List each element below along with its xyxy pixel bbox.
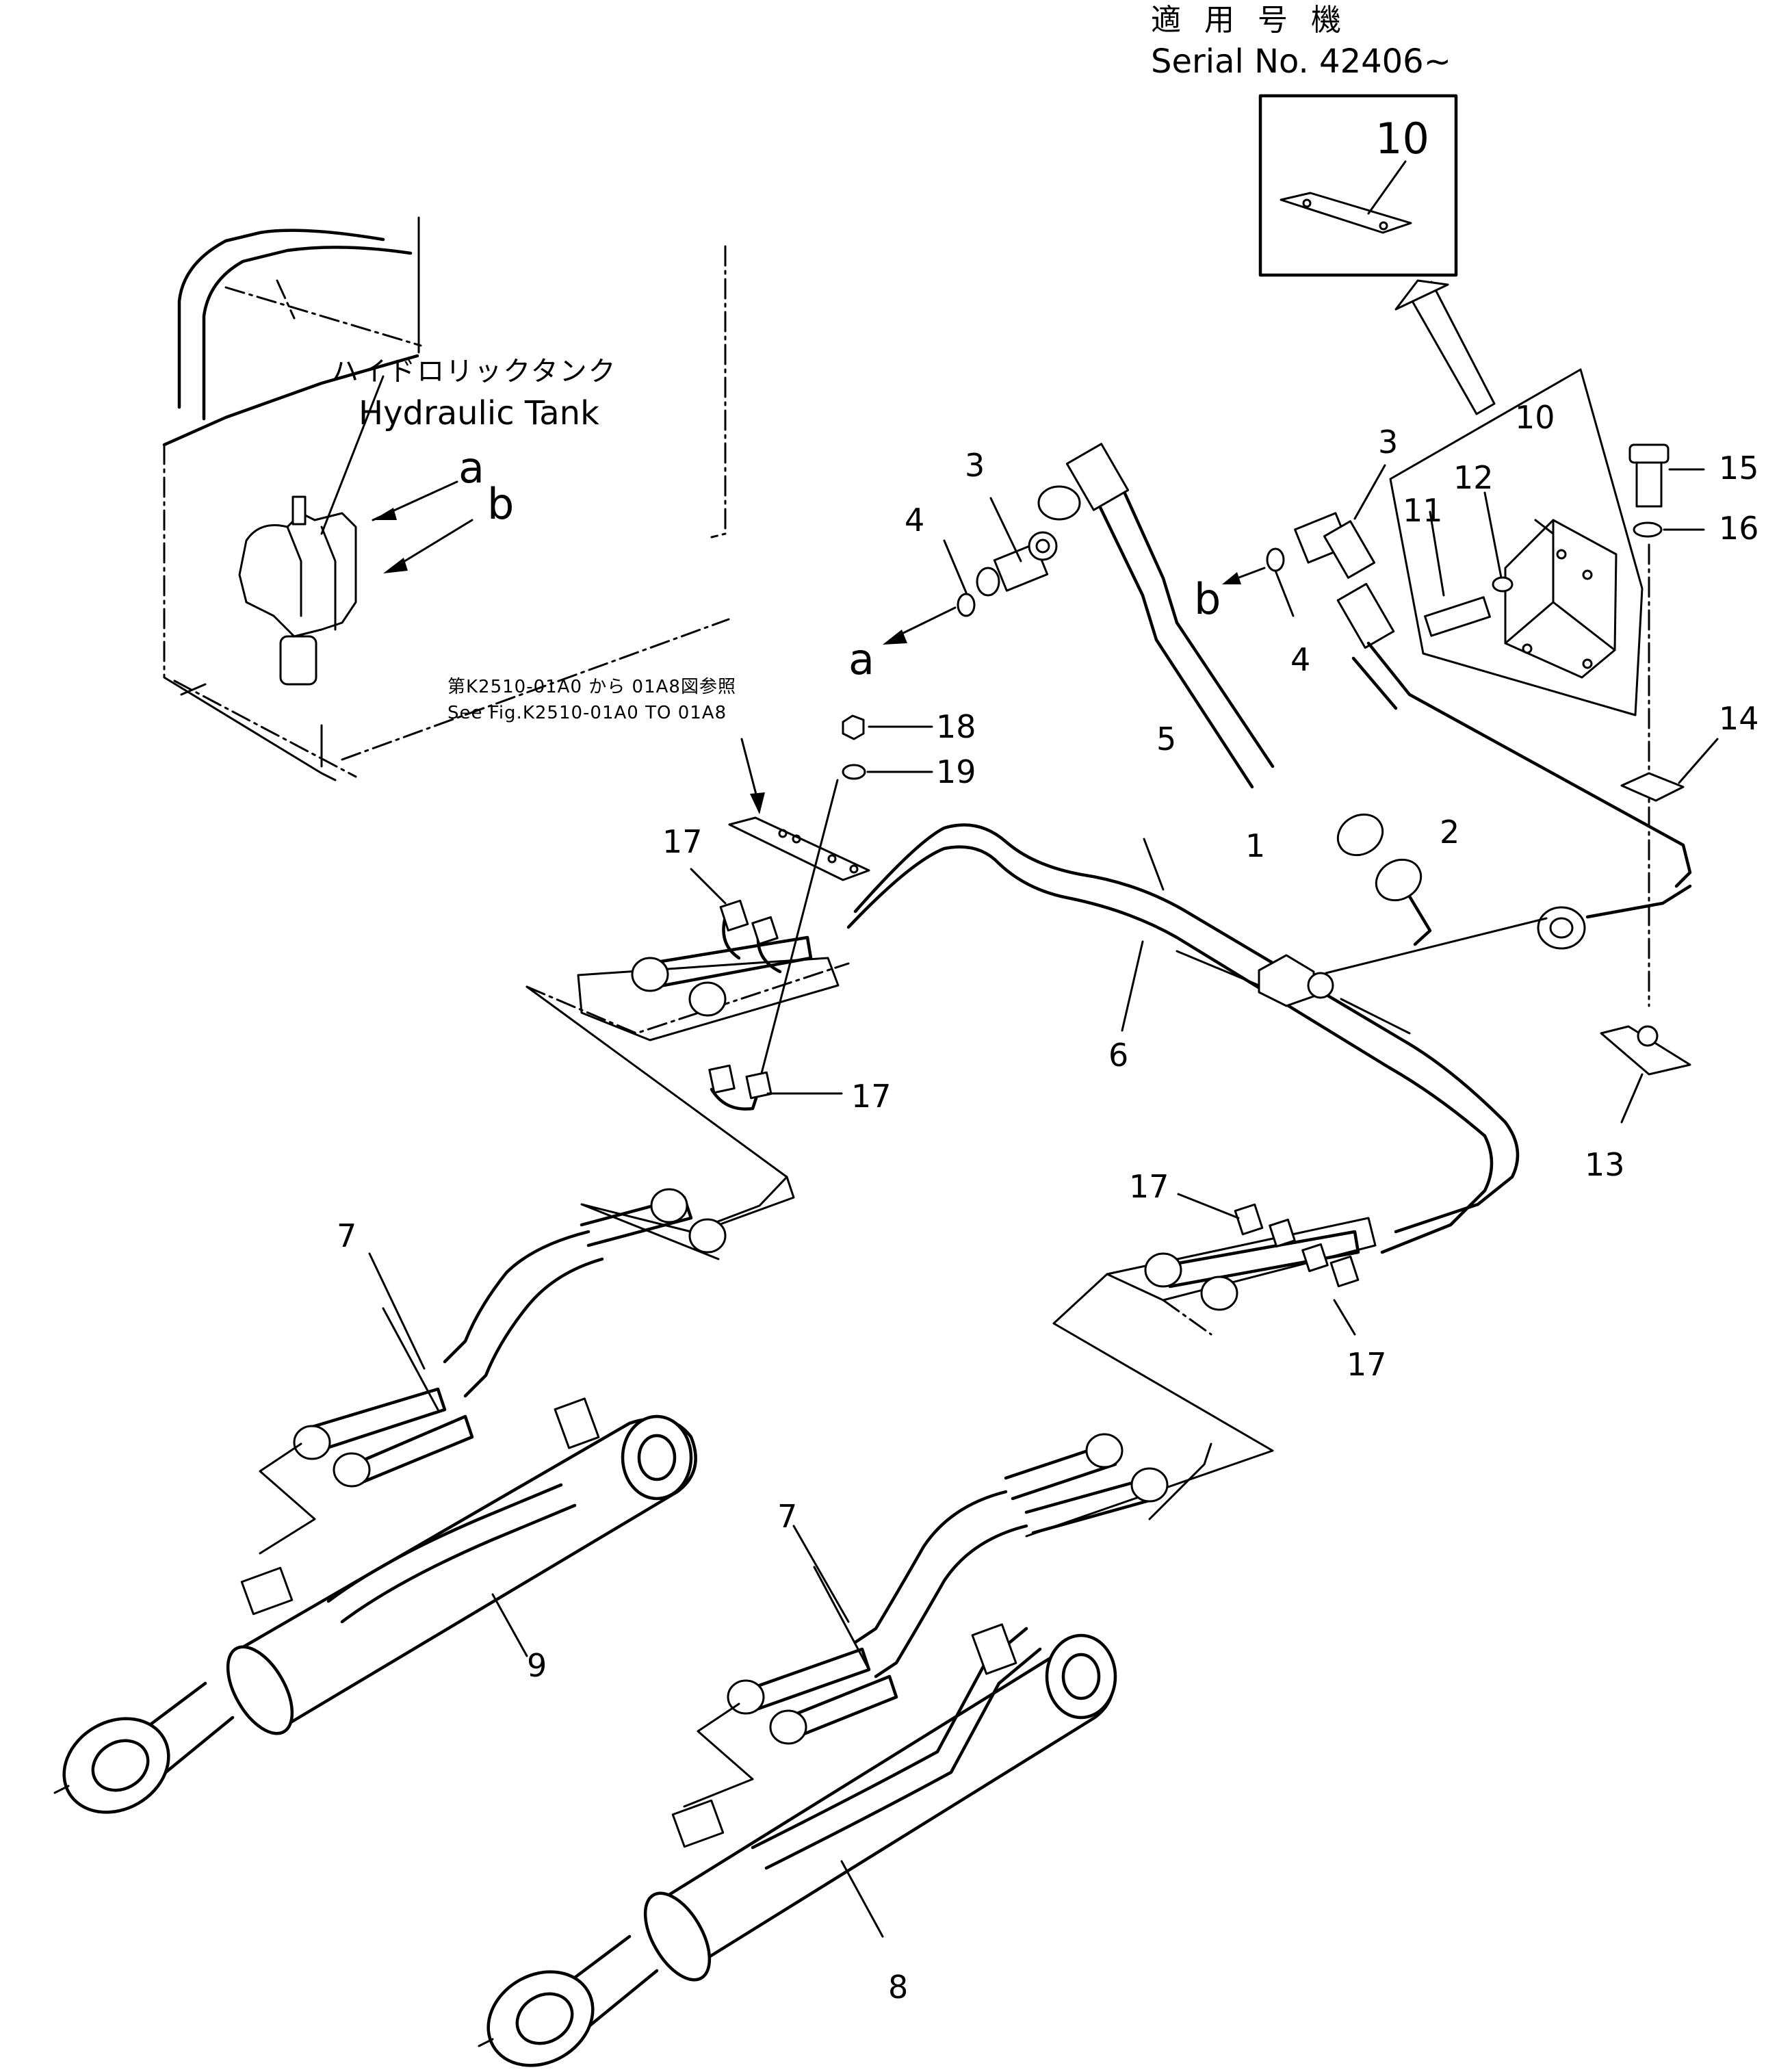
plate-icon bbox=[728, 816, 870, 881]
reference-jp: 第K2510-01A0 から 01A8図参照 bbox=[447, 677, 736, 697]
elbow-icon bbox=[745, 1071, 772, 1100]
tank-label-en: Hydraulic Tank bbox=[359, 394, 599, 432]
cylinder-9-assembly bbox=[53, 1176, 795, 1814]
nut-icon bbox=[1085, 1433, 1124, 1468]
nut-icon bbox=[688, 981, 727, 1017]
nut-18-icon bbox=[842, 714, 865, 740]
rod-eye-icon bbox=[62, 1717, 170, 1814]
part-label-17-b: 17 bbox=[851, 1078, 892, 1115]
part-label-19: 19 bbox=[936, 753, 976, 790]
part-label-13: 13 bbox=[1585, 1146, 1625, 1183]
part-label-2: 2 bbox=[1440, 814, 1459, 851]
part-label-6: 6 bbox=[1108, 1037, 1128, 1074]
part-label-12: 12 bbox=[1453, 459, 1494, 496]
right-column-parts bbox=[1537, 443, 1719, 1124]
part-label-18: 18 bbox=[936, 708, 976, 745]
part-label-3-right: 3 bbox=[1378, 424, 1398, 461]
part-label-4-right: 4 bbox=[1290, 641, 1310, 678]
marker-a: a bbox=[848, 634, 874, 684]
serial-header: 適 用 号 機 Serial No. 42406~ bbox=[1151, 3, 1451, 81]
bolt-icon bbox=[1424, 596, 1491, 637]
hose-1 bbox=[1037, 443, 1432, 946]
serial-number: Serial No. 42406~ bbox=[1151, 42, 1451, 81]
bracket-icon bbox=[1504, 519, 1618, 679]
part-label-16: 16 bbox=[1719, 510, 1759, 547]
part-label-17-c: 17 bbox=[1129, 1168, 1169, 1205]
bracket-assembly bbox=[1389, 368, 1644, 716]
washer-19-icon bbox=[842, 764, 866, 780]
valve-icon bbox=[238, 512, 357, 638]
main-hoses bbox=[846, 823, 1548, 1254]
cylinder-8-icon bbox=[655, 1642, 1115, 1966]
part-label-3-left: 3 bbox=[965, 447, 985, 484]
applicable-serial-jp: 適 用 号 機 bbox=[1151, 3, 1348, 38]
part-label-11: 11 bbox=[1403, 492, 1443, 529]
elbow-icon bbox=[708, 1064, 736, 1094]
part-label-1: 1 bbox=[1245, 827, 1265, 864]
part-label-4-left: 4 bbox=[905, 502, 924, 539]
o-ring-icon bbox=[957, 593, 976, 617]
o-ring-icon bbox=[1266, 547, 1285, 572]
plate-14-icon bbox=[1620, 772, 1685, 802]
part-label-7-left: 7 bbox=[337, 1217, 356, 1254]
part-label-17-a: 17 bbox=[662, 823, 703, 860]
nut-icon bbox=[1130, 1467, 1169, 1503]
reference-plate bbox=[728, 714, 933, 1083]
plate-icon bbox=[1280, 192, 1412, 234]
washer-icon bbox=[1492, 576, 1514, 593]
washer-16-icon bbox=[1633, 521, 1663, 538]
nut-icon bbox=[1144, 1252, 1182, 1288]
nut-icon bbox=[1200, 1275, 1238, 1311]
nut-icon bbox=[333, 1452, 371, 1488]
bracket-13-icon bbox=[1600, 1025, 1691, 1076]
marker-b-tank: b bbox=[487, 479, 514, 529]
part-label-15: 15 bbox=[1719, 450, 1759, 487]
part-labels: 1 2 3 3 4 4 5 6 7 7 8 9 10 11 12 13 14 1… bbox=[337, 399, 1759, 2006]
clamp-icon bbox=[1537, 906, 1586, 950]
fitting-3-right bbox=[1222, 464, 1692, 888]
right-fittings bbox=[1025, 1193, 1377, 1538]
nut-icon bbox=[631, 957, 669, 992]
part-label-14: 14 bbox=[1719, 700, 1759, 737]
nut-icon bbox=[769, 1709, 807, 1745]
part-label-10: 10 bbox=[1515, 399, 1555, 436]
marker-b: b bbox=[1194, 574, 1221, 624]
nut-icon bbox=[650, 1188, 688, 1223]
rod-eye-icon bbox=[486, 1970, 595, 2067]
inset-box: 10 bbox=[1258, 94, 1458, 277]
nut-icon bbox=[688, 1218, 727, 1254]
part-label-5: 5 bbox=[1156, 721, 1176, 757]
left-fittings bbox=[525, 868, 850, 1260]
cylinder-8-assembly bbox=[478, 1433, 1212, 2067]
inset-arrow bbox=[1394, 279, 1496, 415]
reference-en: See Fig.K2510-01A0 TO 01A8 bbox=[447, 703, 727, 723]
o-ring-icon bbox=[976, 567, 1000, 597]
part-label-9: 9 bbox=[527, 1647, 547, 1684]
hydraulic-tank bbox=[162, 216, 730, 781]
part-label-8: 8 bbox=[888, 1969, 908, 2006]
tee-icon bbox=[1258, 954, 1315, 1007]
part-label-17-d: 17 bbox=[1347, 1346, 1387, 1383]
marker-a-tank: a bbox=[458, 443, 484, 493]
tank-label-jp: ハイドロリックタンク bbox=[331, 356, 617, 387]
fitting-3-left bbox=[883, 497, 1058, 645]
inset-part-10: 10 bbox=[1375, 114, 1429, 164]
part-label-7-right: 7 bbox=[777, 1498, 797, 1535]
nut-icon bbox=[293, 1425, 331, 1460]
